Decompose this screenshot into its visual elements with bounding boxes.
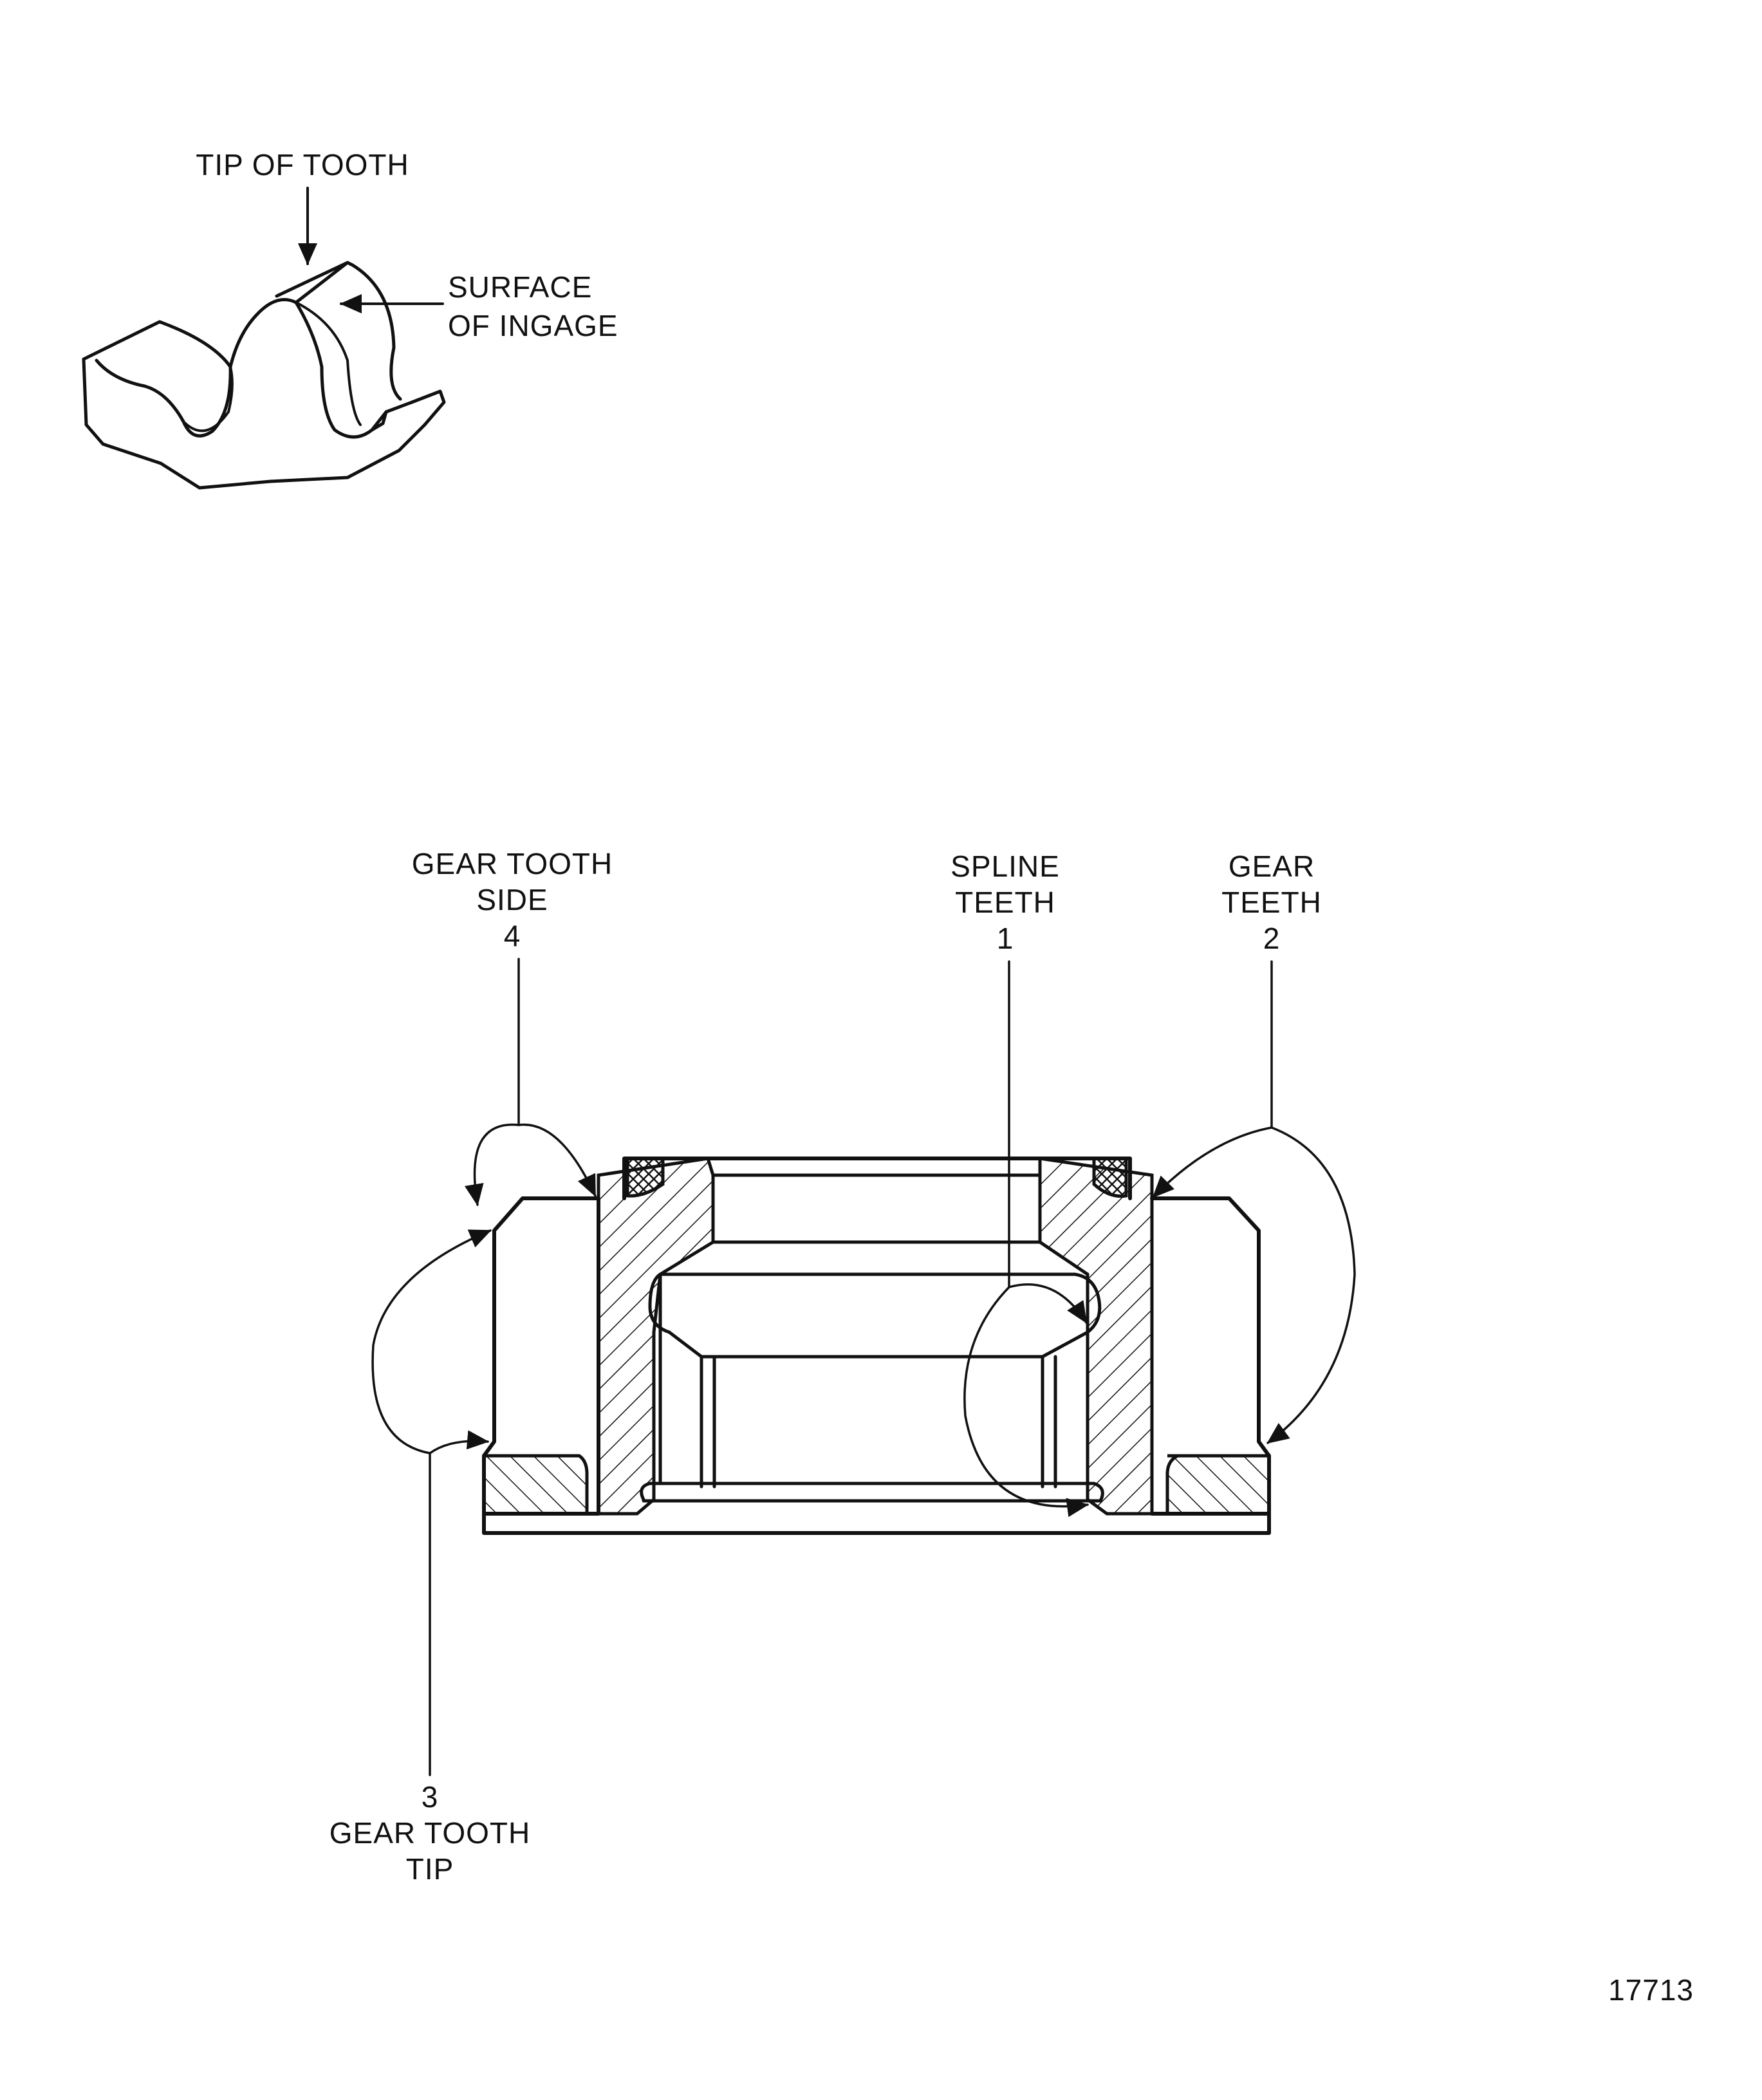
surface-of-ingage-label-line1: SURFACE: [448, 270, 592, 304]
callout-1-line1: SPLINE: [951, 850, 1060, 883]
right-seal: [1092, 1157, 1128, 1198]
left-rim-block: [482, 1454, 589, 1516]
tooth-outline: [82, 261, 446, 490]
tip-of-tooth-label: TIP OF TOOTH: [196, 148, 409, 181]
tooth-root-curve: [182, 366, 234, 432]
surface-of-ingage-label-line2: OF INGAGE: [448, 309, 618, 342]
bore-lower-ring: [640, 1482, 1104, 1503]
bore-upper-ring: [711, 1173, 1042, 1244]
spline-collar: [648, 1272, 1102, 1359]
spline-teeth-lines: [700, 1355, 1057, 1489]
callout-2-arrow-upper: [1152, 1126, 1273, 1198]
callout-2-group: GEAR TEETH 2: [1152, 850, 1356, 1444]
right-rim-block: [1165, 1454, 1271, 1516]
callout-4-group: GEAR TOOTH SIDE 4: [412, 847, 613, 1206]
callout-4-arrow-to-tip: [464, 1123, 520, 1206]
left-seal: [626, 1157, 665, 1198]
callout-4-arrow-to-side: [517, 1123, 597, 1197]
callout-1-group: SPLINE TEETH 1: [951, 850, 1089, 1518]
figure-number: 17713: [1608, 1973, 1694, 2007]
callout-2-line1: GEAR: [1229, 850, 1315, 883]
callout-3-number: 3: [422, 1780, 439, 1814]
callout-2-arrow-lower: [1266, 1126, 1356, 1444]
callout-4-number: 4: [504, 919, 521, 952]
callout-3-line1: GEAR TOOTH: [329, 1816, 530, 1850]
gear-tooth-sketch: TIP OF TOOTH SURFACE OF INGAGE: [82, 148, 618, 490]
callout-1-number: 1: [997, 922, 1014, 955]
callout-1-loop: [963, 1286, 1089, 1518]
callout-3-line2: TIP: [406, 1852, 454, 1886]
left-hub-wall: [597, 1157, 715, 1516]
bottom-base: [482, 1512, 1271, 1535]
callout-1-arrow-upper: [1008, 1283, 1088, 1324]
callout-1-line2: TEETH: [955, 886, 1055, 919]
gear-cross-section: [482, 1157, 1271, 1535]
callout-3-arrow-lower: [429, 1430, 489, 1454]
callout-2-number: 2: [1263, 922, 1281, 955]
callout-4-line1: GEAR TOOTH: [412, 847, 613, 880]
tooth-face-edge: [295, 301, 362, 426]
callout-3-group: 3 GEAR TOOTH TIP: [329, 1229, 530, 1886]
callout-3-loop: [371, 1229, 492, 1454]
callout-4-line2: SIDE: [476, 883, 548, 916]
callout-2-line2: TEETH: [1221, 886, 1322, 919]
